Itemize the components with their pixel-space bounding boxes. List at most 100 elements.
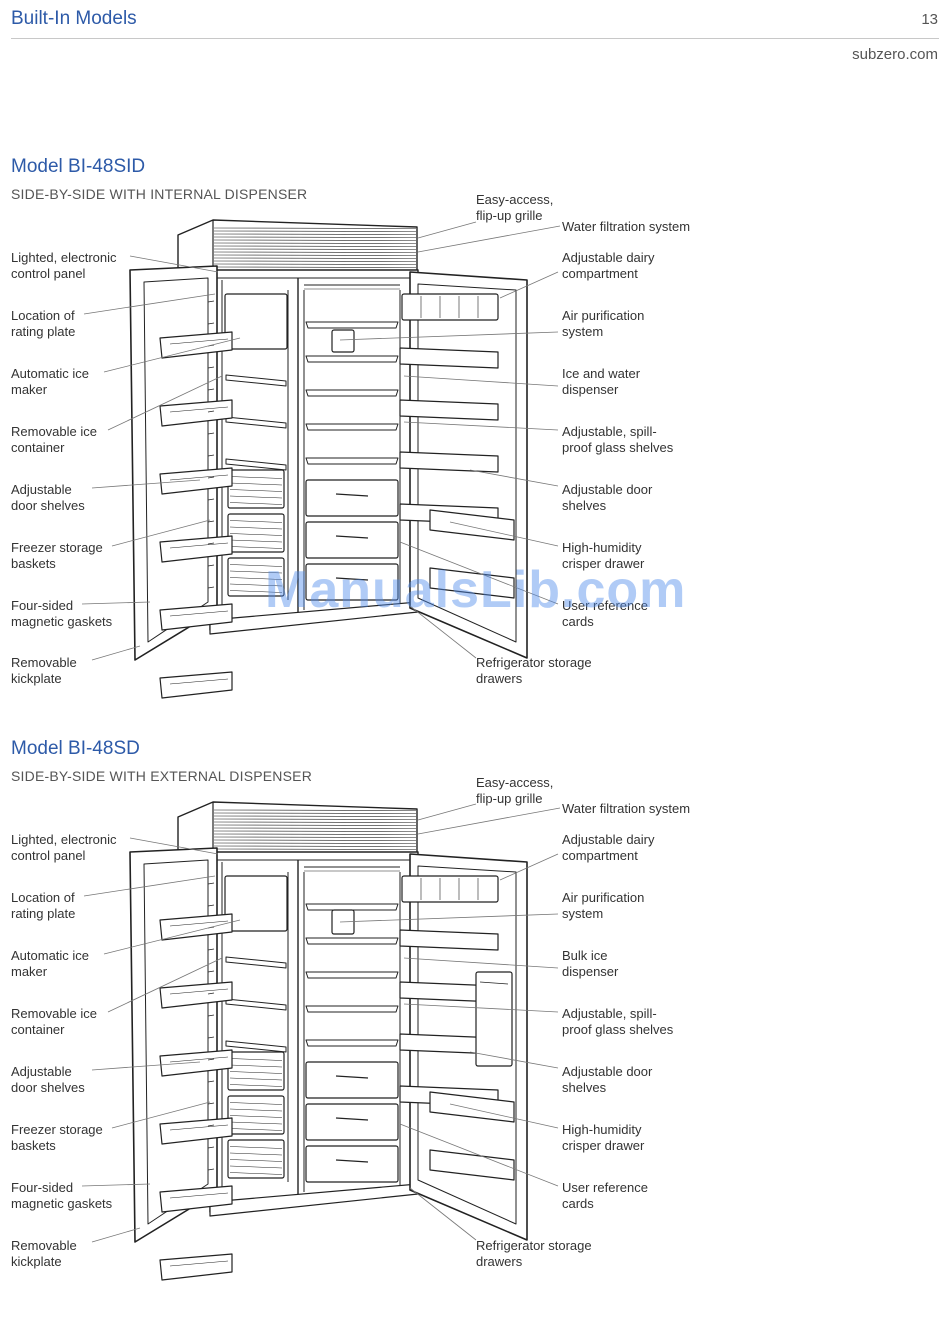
callout-label: Four-sided magnetic gaskets (11, 1180, 113, 1211)
callout-leader-line (469, 1051, 559, 1069)
grille-slat (213, 818, 417, 820)
door-rail-tick (207, 1102, 215, 1105)
callout-leader-line (339, 913, 559, 923)
door-rail-tick (207, 300, 215, 303)
basket-wire (229, 583, 283, 587)
basket-wire (229, 564, 283, 567)
drawer-handle (335, 577, 369, 581)
callout-leader-line (417, 807, 561, 835)
callout-label: User reference cards (562, 598, 648, 629)
callout-leader-line (399, 1123, 559, 1187)
callout-leader-line (403, 421, 559, 431)
basket-wire (229, 1128, 283, 1131)
callout-label: Removable kickplate (11, 655, 77, 686)
callout-leader-line (81, 601, 151, 605)
callout-label: Adjustable, spill- proof glass shelves (562, 424, 674, 455)
callout-leader-line (403, 375, 559, 387)
page-header-title: Built-In Models (11, 8, 137, 29)
door-rail-tick (207, 1124, 215, 1127)
callout-leader-line (417, 221, 477, 239)
basket-wire (229, 476, 283, 479)
callout-label: Refrigerator storage drawers (476, 1238, 592, 1269)
freezer-door-shelf (159, 331, 233, 359)
grille-slat (213, 236, 417, 238)
grille-slat (213, 830, 417, 832)
door-rail-tick (207, 1080, 215, 1083)
freezer-shelf (225, 374, 287, 387)
storage-drawer (305, 1103, 399, 1141)
callout-label: Easy-access, flip-up grille (476, 775, 554, 806)
model-title: Model BI-48SD (11, 738, 140, 759)
glass-shelf (305, 423, 399, 431)
basket-wire (229, 482, 283, 486)
freezer-door-shelf (159, 981, 233, 1009)
door-shelf-rim (169, 474, 229, 481)
freezer-door-shelf (159, 671, 233, 699)
glass-shelf (305, 937, 399, 945)
door-rail-tick (207, 1014, 215, 1017)
callout-leader-line (103, 337, 241, 373)
grille-slat (213, 257, 417, 259)
grille-slat (213, 827, 417, 829)
callout-leader-line (107, 957, 223, 1013)
door-shelf-rim (169, 610, 229, 617)
grille-slat (213, 251, 417, 253)
door-rail-tick (207, 1168, 215, 1171)
freezer-basket (227, 557, 285, 597)
callout-leader-line (417, 803, 477, 821)
callout-leader-line (129, 255, 219, 273)
glass-shelf (305, 355, 399, 363)
grille-slat (213, 842, 417, 844)
callout-leader-line (417, 225, 561, 253)
basket-wire (229, 1084, 283, 1087)
callout-leader-line (469, 469, 559, 487)
freezer-basket (227, 469, 285, 509)
door-rail-tick (207, 454, 215, 457)
grille-slat (213, 845, 417, 847)
glass-shelf (305, 1005, 399, 1013)
callout-label: Four-sided magnetic gaskets (11, 598, 113, 629)
callout-label: Air purification system (562, 308, 645, 339)
door-shelf-rim (169, 678, 229, 685)
grille-slat (213, 263, 417, 265)
basket-wire (229, 1146, 283, 1149)
basket-wire (229, 1058, 283, 1061)
callout-leader-line (107, 375, 223, 431)
door-rail-tick (207, 476, 215, 479)
freezer-door-shelf (159, 1049, 233, 1077)
model-subtitle: SIDE-BY-SIDE WITH EXTERNAL DISPENSER (11, 768, 313, 784)
grille-slat (213, 839, 417, 841)
refrigerator-illustration (81, 219, 561, 699)
basket-wire (229, 546, 283, 549)
callout-label: Removable ice container (11, 1006, 97, 1037)
dairy-compartment (401, 875, 499, 903)
basket-wire (229, 1152, 283, 1156)
glass-shelf (305, 321, 399, 329)
basket-wire (229, 1172, 283, 1175)
callout-leader-line (103, 919, 241, 955)
basket-wire (229, 539, 283, 543)
callout-leader-line (499, 853, 559, 881)
ice-maker (224, 293, 288, 350)
storage-drawer (305, 1061, 399, 1099)
callout-label: Easy-access, flip-up grille (476, 192, 554, 223)
door-shelf-rim (169, 338, 229, 345)
bulk-ice-dispenser (475, 971, 513, 1067)
freezer-door-liner (143, 859, 209, 1225)
callout-leader-line (339, 331, 559, 341)
refrigerator-door-shelf (399, 399, 499, 421)
basket-wire (229, 520, 283, 523)
door-rail-tick (207, 970, 215, 973)
basket-wire (229, 1071, 283, 1074)
callout-leader-line (409, 1187, 477, 1241)
grille-slat (213, 239, 417, 241)
basket-wire (229, 1108, 283, 1112)
freezer-door-shelf (159, 913, 233, 941)
freezer-shelf (225, 416, 287, 429)
freezer-door-shelf (159, 467, 233, 495)
callout-label: Adjustable door shelves (11, 1064, 85, 1095)
grille-slat (213, 266, 417, 268)
callout-leader-line (409, 605, 477, 659)
drawer-handle (335, 493, 369, 497)
glass-shelf (305, 903, 399, 911)
